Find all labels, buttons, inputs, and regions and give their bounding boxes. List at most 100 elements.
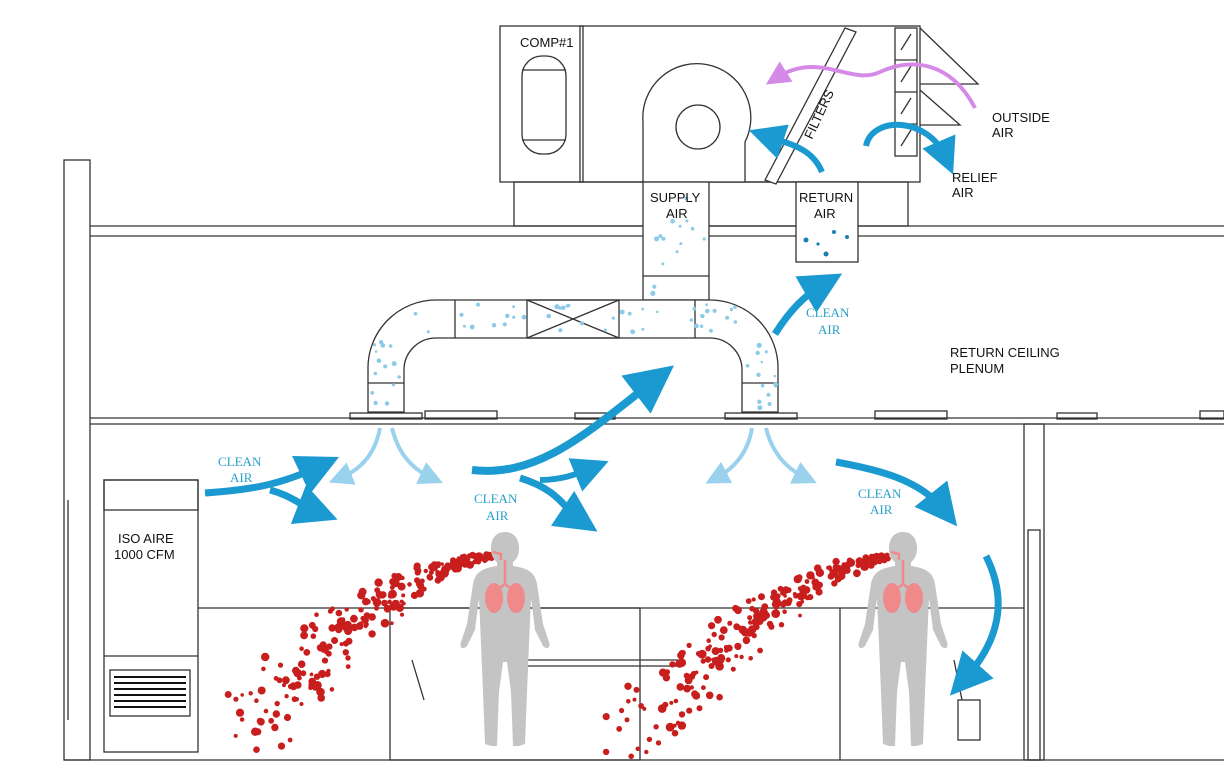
- exhaled-particle: [786, 597, 793, 604]
- exhaled-particle: [757, 614, 761, 619]
- exhaled-particle: [257, 686, 266, 695]
- supply-particle: [652, 284, 657, 289]
- outside-air-dampers: [894, 27, 980, 157]
- exhaled-particle: [434, 577, 442, 584]
- exhaled-particle: [454, 566, 461, 573]
- exhaled-particle: [299, 702, 304, 706]
- supply-particle: [733, 305, 737, 309]
- exhaled-particle: [380, 618, 390, 628]
- exhaled-particle: [421, 586, 427, 592]
- exhaled-particle: [326, 643, 333, 650]
- exhaled-particle: [686, 707, 693, 714]
- exhaled-particle: [827, 565, 832, 570]
- exhaled-particle: [719, 626, 728, 634]
- exhaled-particle: [318, 669, 327, 679]
- exhaled-particle: [362, 597, 370, 606]
- exhaled-particle: [387, 599, 392, 605]
- exhaled-particle: [748, 620, 753, 625]
- exhaled-particle: [248, 691, 253, 696]
- supply-particle: [757, 399, 762, 404]
- supply-particle: [699, 324, 704, 328]
- exhaled-particle: [771, 609, 781, 618]
- supply-particle: [745, 363, 750, 368]
- exhaled-particle: [374, 605, 379, 611]
- svg-text:CLEAN: CLEAN: [474, 491, 518, 506]
- exhaled-particle: [287, 737, 293, 743]
- clean-air-label: CLEAN AIR: [858, 486, 902, 517]
- supply-particle: [565, 304, 570, 308]
- supply-particle: [558, 328, 563, 333]
- supply-particle: [383, 364, 388, 369]
- iso-aire-unit-icon: ISO AIRE 1000 CFM: [103, 479, 199, 753]
- exhaled-particle: [235, 708, 245, 717]
- exhaled-particle: [473, 553, 479, 558]
- exhaled-particle: [340, 617, 346, 623]
- lung: [485, 583, 503, 613]
- exhaled-particle: [646, 736, 653, 743]
- supply-particle: [766, 392, 771, 397]
- exhaled-particle: [753, 623, 760, 631]
- supply-particle: [702, 237, 706, 241]
- exhaled-particle: [696, 705, 703, 712]
- exhaled-particle: [793, 575, 802, 584]
- exhaled-particle: [751, 597, 756, 602]
- exhaled-particle: [759, 608, 768, 617]
- exhaled-particle: [350, 614, 358, 623]
- exhaled-particle: [776, 601, 782, 607]
- exhaled-particle: [718, 634, 725, 641]
- exhaled-particle: [413, 562, 421, 570]
- exhaled-particle: [277, 742, 286, 750]
- exhaled-particle: [419, 578, 425, 584]
- person-silhouette-icon: [460, 532, 550, 746]
- exhaled-particle: [616, 726, 623, 732]
- exhaled-particle: [800, 584, 807, 591]
- supply-particle: [373, 343, 376, 347]
- exhaled-particle: [268, 717, 275, 724]
- supply-particle: [630, 329, 636, 335]
- supply-particle: [521, 314, 527, 320]
- exhaled-particle: [800, 592, 808, 599]
- supply-particle: [670, 219, 675, 224]
- supply-particle: [756, 342, 762, 348]
- exhaled-particle: [251, 727, 260, 736]
- exhaled-particle: [428, 569, 434, 575]
- exhaled-particle: [240, 693, 244, 697]
- exhaled-particle: [342, 649, 349, 656]
- exhaled-particle: [346, 624, 352, 630]
- supply-particle: [512, 305, 515, 309]
- supply-particle: [426, 330, 430, 334]
- exhaled-particle: [374, 578, 383, 587]
- exhaled-particle: [725, 644, 733, 652]
- exhaled-particle: [770, 593, 777, 601]
- person-body: [858, 532, 948, 746]
- exhaled-particle: [284, 694, 289, 699]
- svg-text:AIR: AIR: [818, 322, 841, 337]
- exhaled-particle: [358, 607, 364, 613]
- airway: [492, 550, 514, 591]
- exhaled-particle: [602, 748, 610, 756]
- supply-particle: [764, 350, 768, 354]
- exhaled-particle: [297, 675, 302, 681]
- exhaled-particle: [796, 601, 803, 608]
- supply-particle: [373, 371, 378, 376]
- exhaled-particle: [308, 685, 313, 691]
- exhaled-particle: [792, 592, 797, 596]
- supply-duct: [367, 181, 779, 413]
- supply-particle: [767, 402, 772, 406]
- exhaled-particle: [662, 701, 669, 708]
- exhaled-particle: [389, 602, 398, 611]
- supply-particle: [774, 384, 778, 388]
- exhaled-particle: [672, 723, 677, 728]
- exhaled-particle: [689, 685, 694, 690]
- exhaled-particle: [325, 650, 332, 657]
- exhaled-particle: [745, 628, 754, 637]
- exhaled-particle: [716, 656, 725, 664]
- exhaled-particle: [853, 569, 861, 578]
- supply-particle: [650, 290, 656, 296]
- exhaled-particle: [730, 666, 736, 672]
- supply-particle: [397, 375, 402, 379]
- exhaled-particle: [671, 729, 679, 737]
- supply-particle: [512, 315, 516, 319]
- supply-particle: [756, 372, 761, 377]
- exhaled-particle: [686, 642, 692, 649]
